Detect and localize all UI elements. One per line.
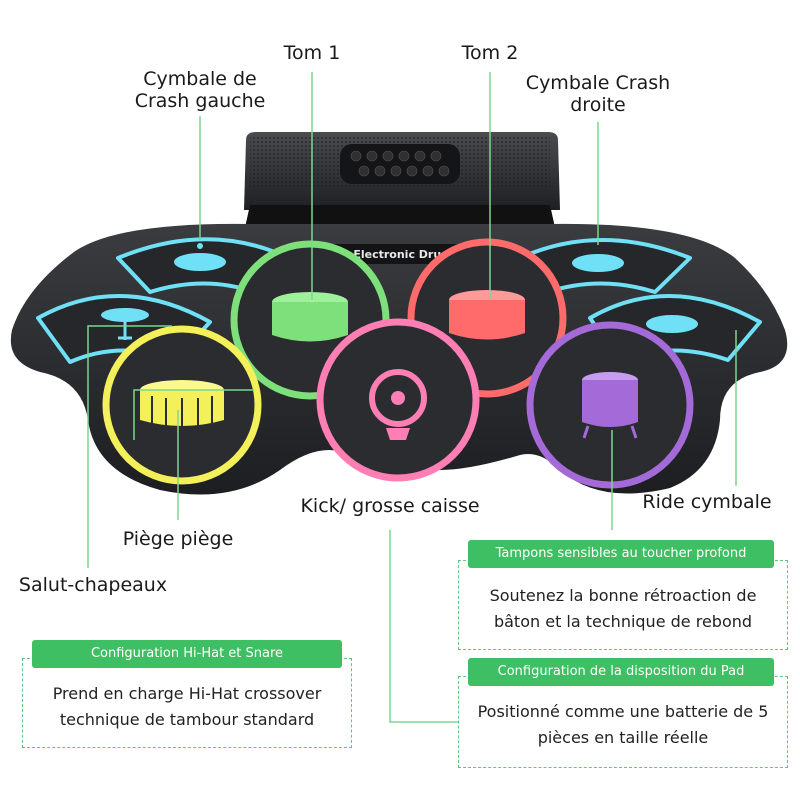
snare-pad: [102, 325, 262, 485]
device-label: Electronic Drum: [353, 248, 452, 261]
crash-right-pad: [518, 238, 692, 294]
info-box-pad-layout-text: Positionné comme une batterie de 5 pièce…: [459, 699, 787, 751]
info-box-touch-pads-line2: bâton et la technique de rebond: [493, 612, 753, 631]
info-box-touch-pads-title: Tampons sensibles au toucher profond: [468, 540, 774, 568]
info-box-hihat-snare-text: Prend en charge Hi-Hat crossover techniq…: [23, 681, 351, 733]
info-box-touch-pads-text: Soutenez la bonne rétroaction de bâton e…: [459, 583, 787, 635]
info-box-touch-pads-line1: Soutenez la bonne rétroaction de: [489, 586, 757, 605]
info-box-pad-layout-line2: pièces en taille réelle: [537, 728, 709, 747]
info-box-hihat-snare: Prend en charge Hi-Hat crossover techniq…: [22, 658, 352, 748]
info-box-hihat-snare-title: Configuration Hi-Hat et Snare: [32, 640, 342, 668]
label-ride: Ride cymbale: [642, 491, 772, 513]
label-crash-right-line1: Cymbale Crash: [525, 72, 671, 94]
info-box-touch-pads: Soutenez la bonne rétroaction de bâton e…: [458, 560, 788, 650]
info-box-pad-layout-line1: Positionné comme une batterie de 5: [477, 702, 769, 721]
label-kick: Kick/ grosse caisse: [300, 495, 480, 517]
label-snare: Piège piège: [122, 528, 234, 550]
label-crash-right: Cymbale Crash droite: [510, 72, 686, 116]
label-crash-left-line2: Crash gauche: [134, 90, 266, 112]
info-box-hihat-snare-line1: Prend en charge Hi-Hat crossover: [52, 684, 322, 703]
info-box-pad-layout: Positionné comme une batterie de 5 pièce…: [458, 676, 788, 768]
label-crash-right-line2: droite: [570, 94, 626, 116]
label-tom2: Tom 2: [461, 42, 519, 64]
label-crash-left: Cymbale de Crash gauche: [120, 68, 280, 112]
floor-tom-pad: [526, 321, 694, 489]
speaker-bar: [244, 132, 560, 232]
info-box-hihat-snare-line2: technique de tambour standard: [59, 710, 315, 729]
label-crash-left-line1: Cymbale de: [143, 68, 257, 90]
info-box-pad-layout-title: Configuration de la disposition du Pad: [468, 658, 774, 686]
kick-pad: [316, 318, 480, 482]
label-tom1: Tom 1: [283, 42, 341, 64]
label-hihat: Salut-chapeaux: [18, 574, 168, 596]
connector-lines: [87, 72, 737, 723]
